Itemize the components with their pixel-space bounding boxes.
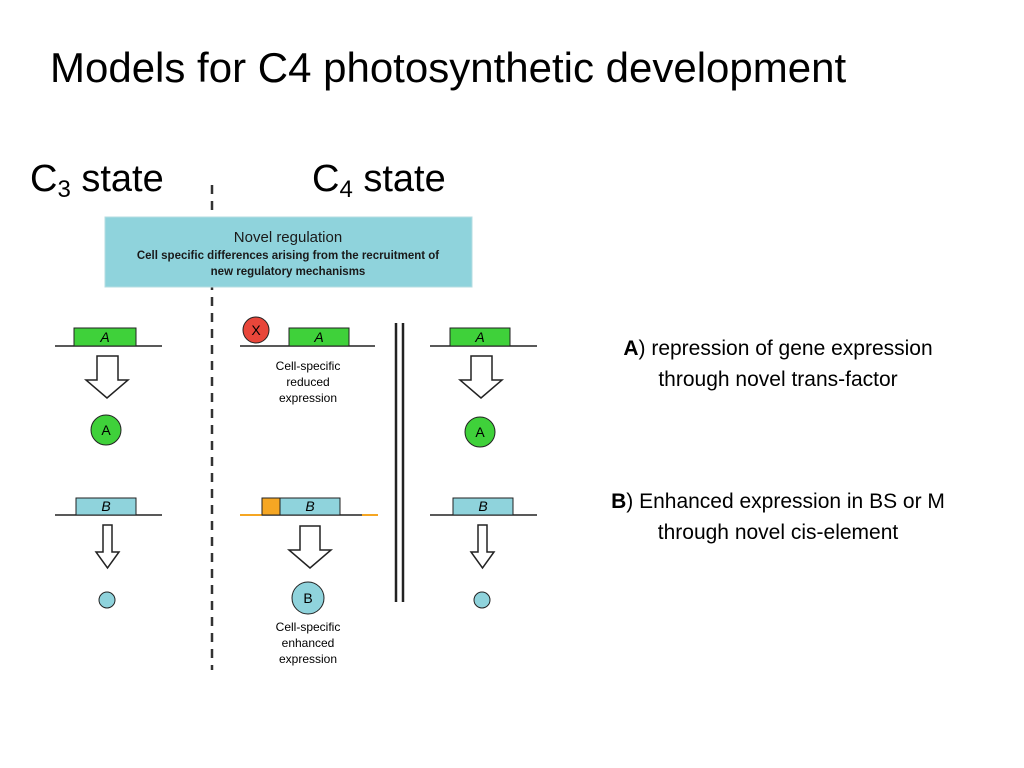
c4-gene-b-label: B <box>305 498 314 514</box>
c3-gene-b: B <box>55 497 162 516</box>
c4-other-gene-a: A <box>430 327 537 347</box>
reduced-label-line3: expression <box>279 391 337 405</box>
c4-other-protein-a-circle <box>464 416 496 448</box>
repressor-x-label: X <box>251 322 261 338</box>
c4-other-protein-a-label: A <box>475 424 485 440</box>
c4-arrow-b-enhanced <box>286 525 334 569</box>
c4-other-arrow-b <box>469 524 496 570</box>
c4-other-gene-b-label: B <box>478 498 487 514</box>
enhanced-label-line1: Cell-specific <box>276 620 341 634</box>
c3-gene-a: A <box>55 327 162 347</box>
c3-arrow-b <box>94 524 121 570</box>
c4-other-protein-b-small <box>473 591 491 609</box>
c4-gene-b-enhanced: B <box>240 497 378 516</box>
c4-other-gene-a-label: A <box>474 329 484 345</box>
c4-gene-a-repressed: A X <box>240 316 375 347</box>
caption-a-letter: A <box>623 337 639 360</box>
c4-protein-b-label: B <box>303 590 312 606</box>
c4-other-gene-b-box <box>452 497 514 516</box>
c3-protein-a: A <box>90 414 122 446</box>
enhanced-label-line2: enhanced <box>282 636 335 650</box>
novel-regulation-line2: new regulatory mechanisms <box>211 266 366 278</box>
caption-b-text: ) Enhanced expression in BS or M <box>626 490 945 513</box>
caption-b: B) Enhanced expression in BS or M throug… <box>548 486 1008 548</box>
repressor-x-icon <box>242 316 270 344</box>
c3-gene-a-label: A <box>99 329 109 345</box>
c3-state-label: C3 state <box>30 158 164 203</box>
c4-gene-a-label: A <box>313 329 323 345</box>
c3-protein-a-label: A <box>101 422 111 438</box>
enhanced-label-line3: expression <box>279 652 337 666</box>
c4-other-arrow-a <box>457 355 505 399</box>
c4-other-protein-a: A <box>464 416 496 448</box>
reduced-label-line2: reduced <box>286 375 329 389</box>
novel-regulation-line1: Cell specific differences arising from t… <box>137 250 439 262</box>
caption-b-letter: B <box>611 490 627 513</box>
caption-a-text: ) repression of gene expression <box>638 337 933 360</box>
c3-protein-b-small <box>98 591 116 609</box>
novel-regulation-box: Novel regulation Cell specific differenc… <box>104 216 473 288</box>
novel-regulation-bg <box>104 216 473 288</box>
c4-other-gene-a-box <box>449 327 511 347</box>
c4-state-label: C4 state <box>312 158 446 203</box>
caption-b-line2: through novel cis-element <box>657 521 899 544</box>
slide-title: Models for C4 photosynthetic development <box>50 44 847 91</box>
c4-protein-b: B <box>291 581 325 615</box>
c3-gene-a-box <box>73 327 137 347</box>
c3-arrow-a <box>83 355 131 399</box>
c3-gene-b-box <box>75 497 137 516</box>
caption-a: A) repression of gene expression through… <box>548 333 1008 395</box>
novel-regulation-heading: Novel regulation <box>234 229 342 246</box>
c4-protein-b-circle <box>291 581 325 615</box>
c3-protein-a-circle <box>90 414 122 446</box>
cis-element-box <box>261 497 281 516</box>
caption-a-line2: through novel trans-factor <box>658 368 898 391</box>
c4-gene-a-box <box>288 327 350 347</box>
c3-gene-b-label: B <box>101 498 110 514</box>
c4-gene-b-box <box>279 497 341 516</box>
c4-other-gene-b: B <box>430 497 537 516</box>
reduced-label-line1: Cell-specific <box>276 359 341 373</box>
